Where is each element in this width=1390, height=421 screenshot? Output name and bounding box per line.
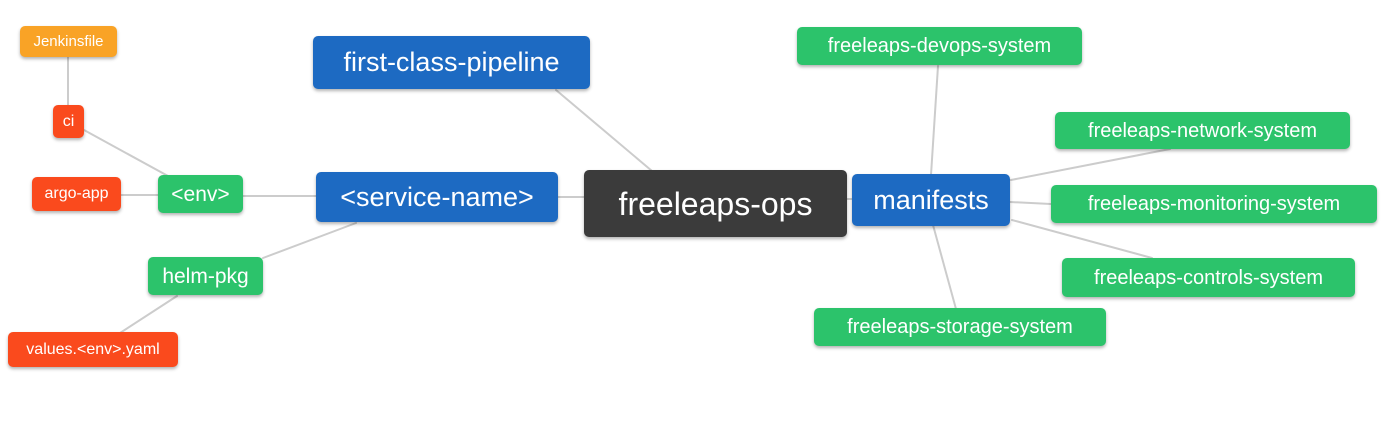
node-first-class-pipeline[interactable]: first-class-pipeline <box>313 36 590 89</box>
edge-manifests-to-monitoring-system <box>1009 201 1052 205</box>
node-ci[interactable]: ci <box>53 105 84 138</box>
node-controls-system[interactable]: freeleaps-controls-system <box>1062 258 1355 297</box>
node-service-name[interactable]: <service-name> <box>316 172 558 222</box>
node-devops-system[interactable]: freeleaps-devops-system <box>797 27 1082 65</box>
node-manifests[interactable]: manifests <box>852 174 1010 226</box>
node-freeleaps-ops[interactable]: freeleaps-ops <box>584 170 847 237</box>
edge-manifests-to-devops-system <box>930 65 939 176</box>
node-monitoring-system[interactable]: freeleaps-monitoring-system <box>1051 185 1377 223</box>
node-jenkinsfile[interactable]: Jenkinsfile <box>20 26 117 57</box>
edge-first-class-pipeline-to-freeleaps-ops <box>555 89 653 172</box>
edge-manifests-to-network-system <box>1010 148 1171 181</box>
edge-helm-pkg-to-values-env-yaml <box>119 295 178 334</box>
node-env[interactable]: <env> <box>158 175 243 213</box>
node-helm-pkg[interactable]: helm-pkg <box>148 257 263 295</box>
node-network-system[interactable]: freeleaps-network-system <box>1055 112 1350 149</box>
edge-ci-to-env <box>83 129 169 177</box>
edge-manifests-to-storage-system <box>932 224 957 310</box>
edge-service-name-to-helm-pkg <box>262 222 357 259</box>
node-values-env-yaml[interactable]: values.<env>.yaml <box>8 332 178 367</box>
node-storage-system[interactable]: freeleaps-storage-system <box>814 308 1106 346</box>
edge-manifests-to-controls-system <box>1011 219 1153 259</box>
node-argo-app[interactable]: argo-app <box>32 177 121 211</box>
